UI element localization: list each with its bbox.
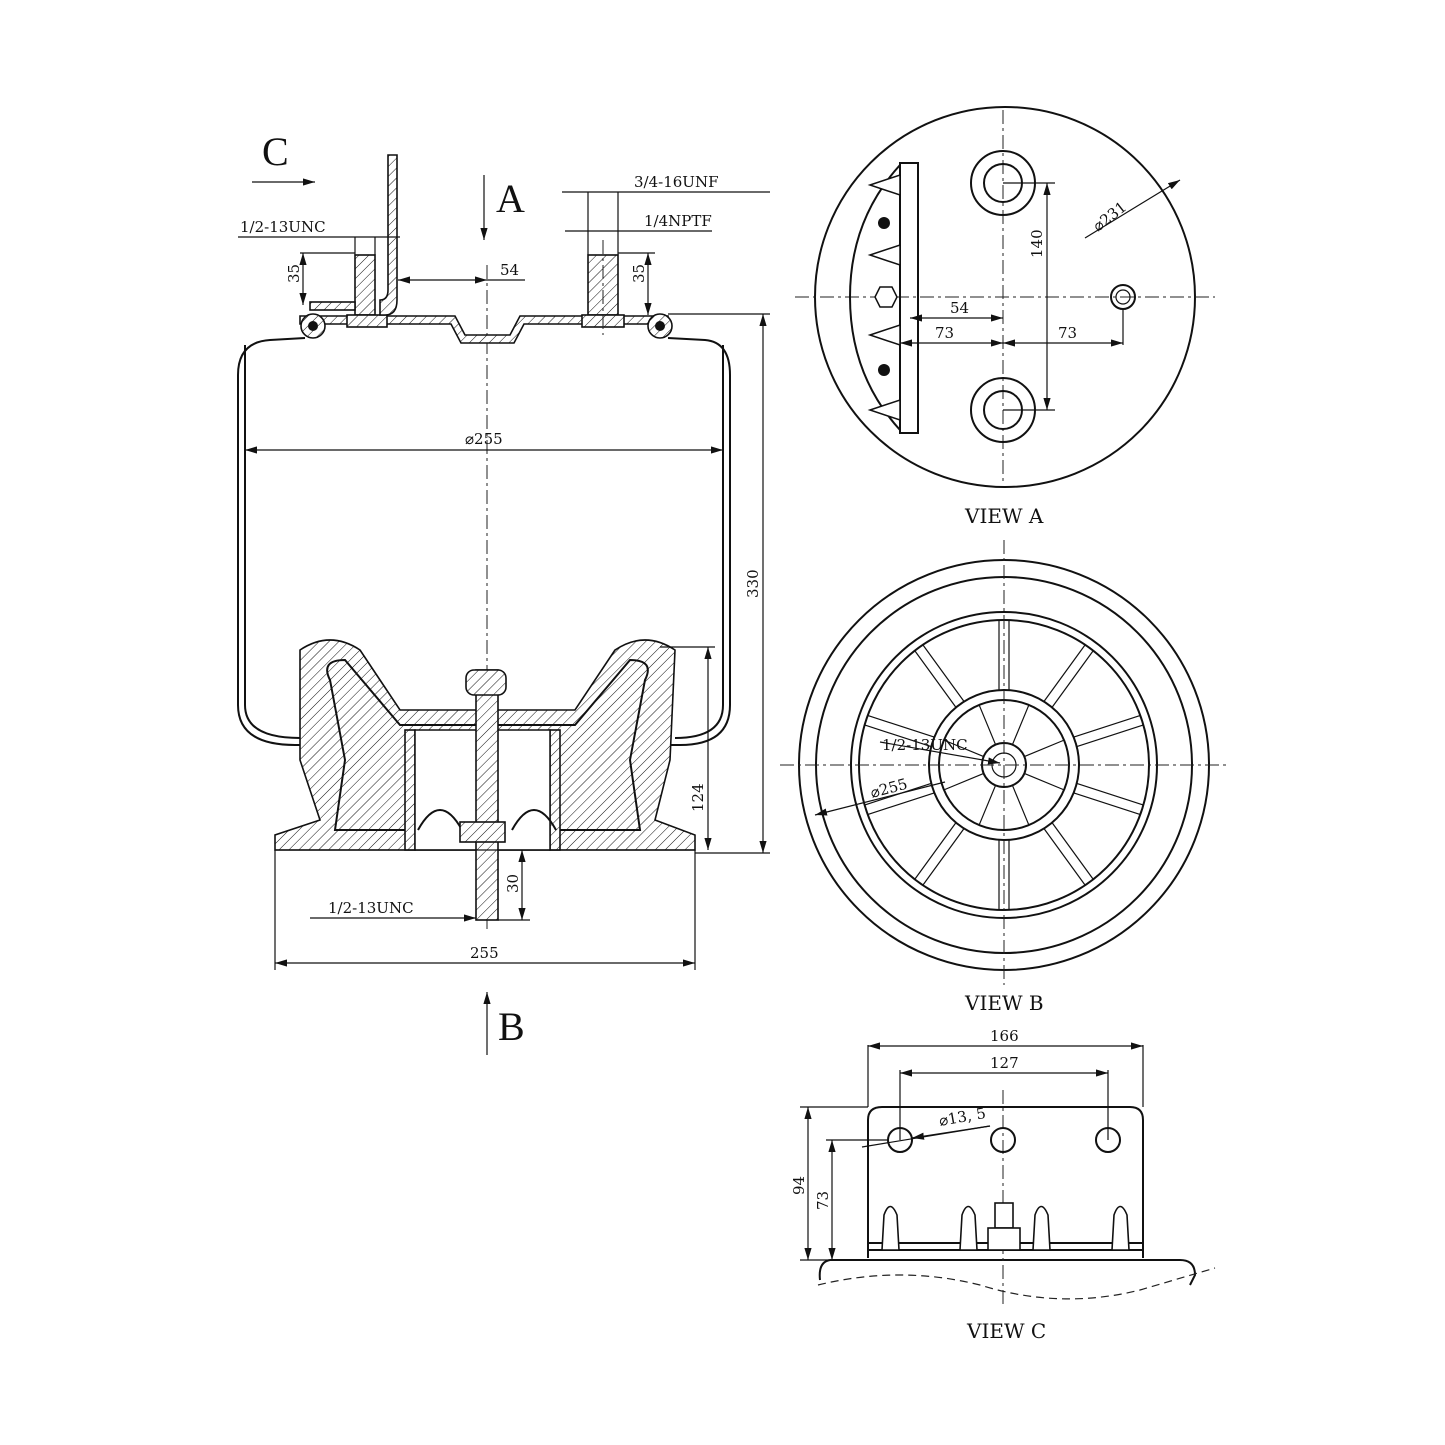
label-pipe-thread: 1/4NPTF <box>644 212 712 230</box>
view-c-dim-width: 166 <box>990 1027 1019 1045</box>
view-a-title: VIEW A <box>964 504 1044 528</box>
view-b: 1/2-13UNC ⌀255 VIEW B <box>780 540 1230 1015</box>
hub-rib <box>978 704 997 745</box>
view-c-arrow-label: C <box>262 129 289 174</box>
label-bottom-stud-thread: 1/2-13UNC <box>328 899 414 917</box>
bellows-right-wall <box>667 337 731 746</box>
top-stud-left <box>354 254 376 316</box>
hub-rib <box>1024 772 1065 791</box>
hub-rib <box>1011 704 1030 745</box>
wheel-spoke <box>867 792 935 816</box>
view-b-thread-label: 1/2-13UNC <box>882 736 968 754</box>
air-fitting-tube <box>379 154 398 316</box>
bottom-stud <box>475 669 499 921</box>
dim-bottom-stud-length: 30 <box>504 874 522 893</box>
wheel-spoke <box>1076 724 1144 748</box>
view-a: 140 ⌀231 54 73 73 VIEW A <box>795 106 1215 528</box>
wheel-spoke <box>1043 644 1086 702</box>
wheel-spoke <box>864 724 932 748</box>
wheel-spoke <box>922 644 965 702</box>
view-a-dim-bracket-offset: 54 <box>950 299 969 317</box>
view-a-air-port <box>1110 284 1136 310</box>
view-a-dim-offset-right: 73 <box>1058 324 1077 342</box>
wheel-spoke <box>1043 828 1086 886</box>
view-c-dim-height-total: 94 <box>790 1176 808 1195</box>
view-c-plate <box>867 1106 1144 1258</box>
view-a-dim-plate-diameter: ⌀231 <box>1089 198 1130 235</box>
hub-rib <box>943 739 984 758</box>
view-b-title: VIEW B <box>964 991 1044 1015</box>
view-a-dim-stud-spacing: 140 <box>1028 229 1046 258</box>
dim-port-height-right: 35 <box>630 264 648 283</box>
label-top-stud-thread: 1/2-13UNC <box>240 218 326 236</box>
wheel-spoke <box>867 714 935 738</box>
dim-stud-offset: 54 <box>500 261 519 279</box>
hub-rib <box>1024 739 1065 758</box>
view-a-arrow-label: A <box>496 176 525 221</box>
view-c-dim-hole-spacing: 127 <box>990 1054 1019 1072</box>
wheel-spoke <box>1073 714 1141 738</box>
dim-stud-height-left: 35 <box>285 264 303 283</box>
wheel-spoke <box>922 828 965 886</box>
dim-bellows-diameter: ⌀255 <box>465 430 503 448</box>
hub-rib <box>1011 785 1030 826</box>
view-a-bracket <box>899 162 919 434</box>
view-c-title: VIEW C <box>966 1319 1046 1343</box>
view-b-arrow-label: B <box>498 1004 525 1049</box>
wheel-spoke <box>1051 650 1094 708</box>
wheel-spoke <box>1051 822 1094 880</box>
view-c: 166 127 ⌀13, 5 94 73 VIEW C <box>790 1027 1216 1343</box>
view-c-hole-center <box>990 1127 1016 1153</box>
hub-rib <box>978 785 997 826</box>
label-port-thread: 3/4-16UNF <box>634 173 718 191</box>
hub-rib <box>943 772 984 791</box>
dim-overall-height: 330 <box>744 569 762 598</box>
view-b-diameter-label: ⌀255 <box>868 775 909 802</box>
wheel-spoke <box>914 650 957 708</box>
view-a-dim-offset-left: 73 <box>935 324 954 342</box>
view-c-dim-hole-height: 73 <box>814 1191 832 1210</box>
wheel-spoke <box>1073 792 1141 816</box>
main-section-view: 255 ⌀255 330 124 30 1/2-13UNC 1/2-13UNC … <box>237 129 770 1055</box>
wheel-spoke <box>914 822 957 880</box>
dim-piston-height: 124 <box>689 783 707 812</box>
wheel-spoke <box>1076 782 1144 806</box>
bellows-left-wall <box>237 337 306 746</box>
dim-base-width: 255 <box>470 944 499 962</box>
